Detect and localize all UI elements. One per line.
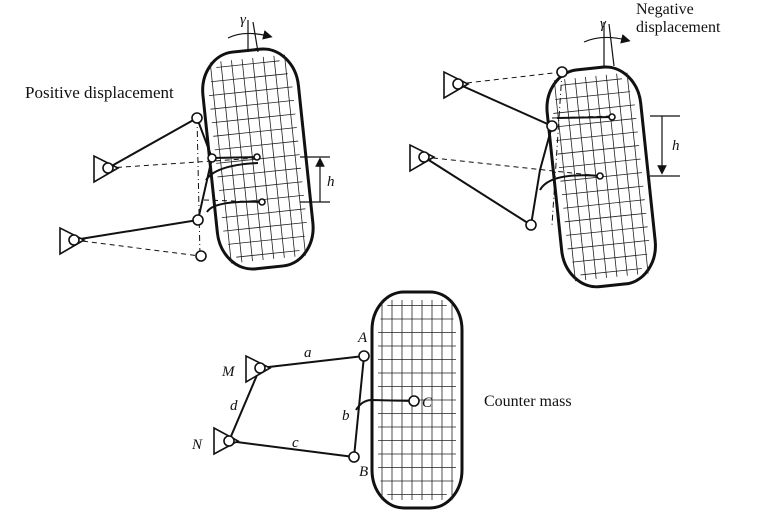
joint: [191, 112, 203, 124]
linkage-model-diagram: A B C M N a b c d Counter mass: [191, 290, 572, 510]
joint: [556, 66, 568, 78]
joint: [546, 120, 558, 132]
h-dimension-positive: h: [300, 156, 335, 203]
joint: [102, 162, 114, 174]
label-link-d: d: [230, 398, 238, 414]
negative-displacement-diagram: γ h Negative displacement: [409, 1, 721, 289]
camber-marker-positive: γ: [227, 12, 273, 53]
camber-marker-negative: γ: [583, 16, 631, 67]
negative-displacement-label-1: Negative: [636, 1, 694, 18]
label-link-b: b: [342, 408, 350, 424]
joint: [596, 172, 604, 180]
label-C: C: [422, 395, 433, 411]
gamma-label-negative: γ: [600, 16, 607, 32]
counter-mass-label: Counter mass: [484, 393, 572, 410]
label-link-c: c: [292, 435, 299, 451]
positive-displacement-label: Positive displacement: [25, 83, 174, 102]
joint: [195, 250, 207, 262]
negative-displacement-label-2: displacement: [636, 19, 721, 36]
joint: [525, 219, 537, 231]
label-A: A: [357, 330, 368, 346]
joint: [608, 113, 616, 121]
joint: [418, 151, 430, 163]
joint: [253, 153, 261, 161]
h-label-positive: h: [327, 174, 335, 190]
joint: [452, 78, 464, 90]
joint: [207, 153, 217, 163]
h-label-negative: h: [672, 138, 680, 154]
joint-B: [348, 451, 360, 463]
joint-N: [223, 435, 235, 447]
joint: [192, 214, 204, 226]
gamma-label-positive: γ: [240, 12, 247, 28]
joint: [258, 198, 266, 206]
positive-displacement-diagram: γ h Positive displaceme: [25, 12, 335, 271]
joint: [68, 234, 80, 246]
joint-A: [358, 350, 370, 362]
label-link-a: a: [304, 345, 312, 361]
label-B: B: [359, 464, 368, 480]
label-M: M: [221, 364, 236, 380]
label-N: N: [191, 437, 203, 453]
joint-C: [408, 395, 420, 407]
joint-M: [254, 362, 266, 374]
h-dimension-negative: h: [650, 115, 680, 177]
